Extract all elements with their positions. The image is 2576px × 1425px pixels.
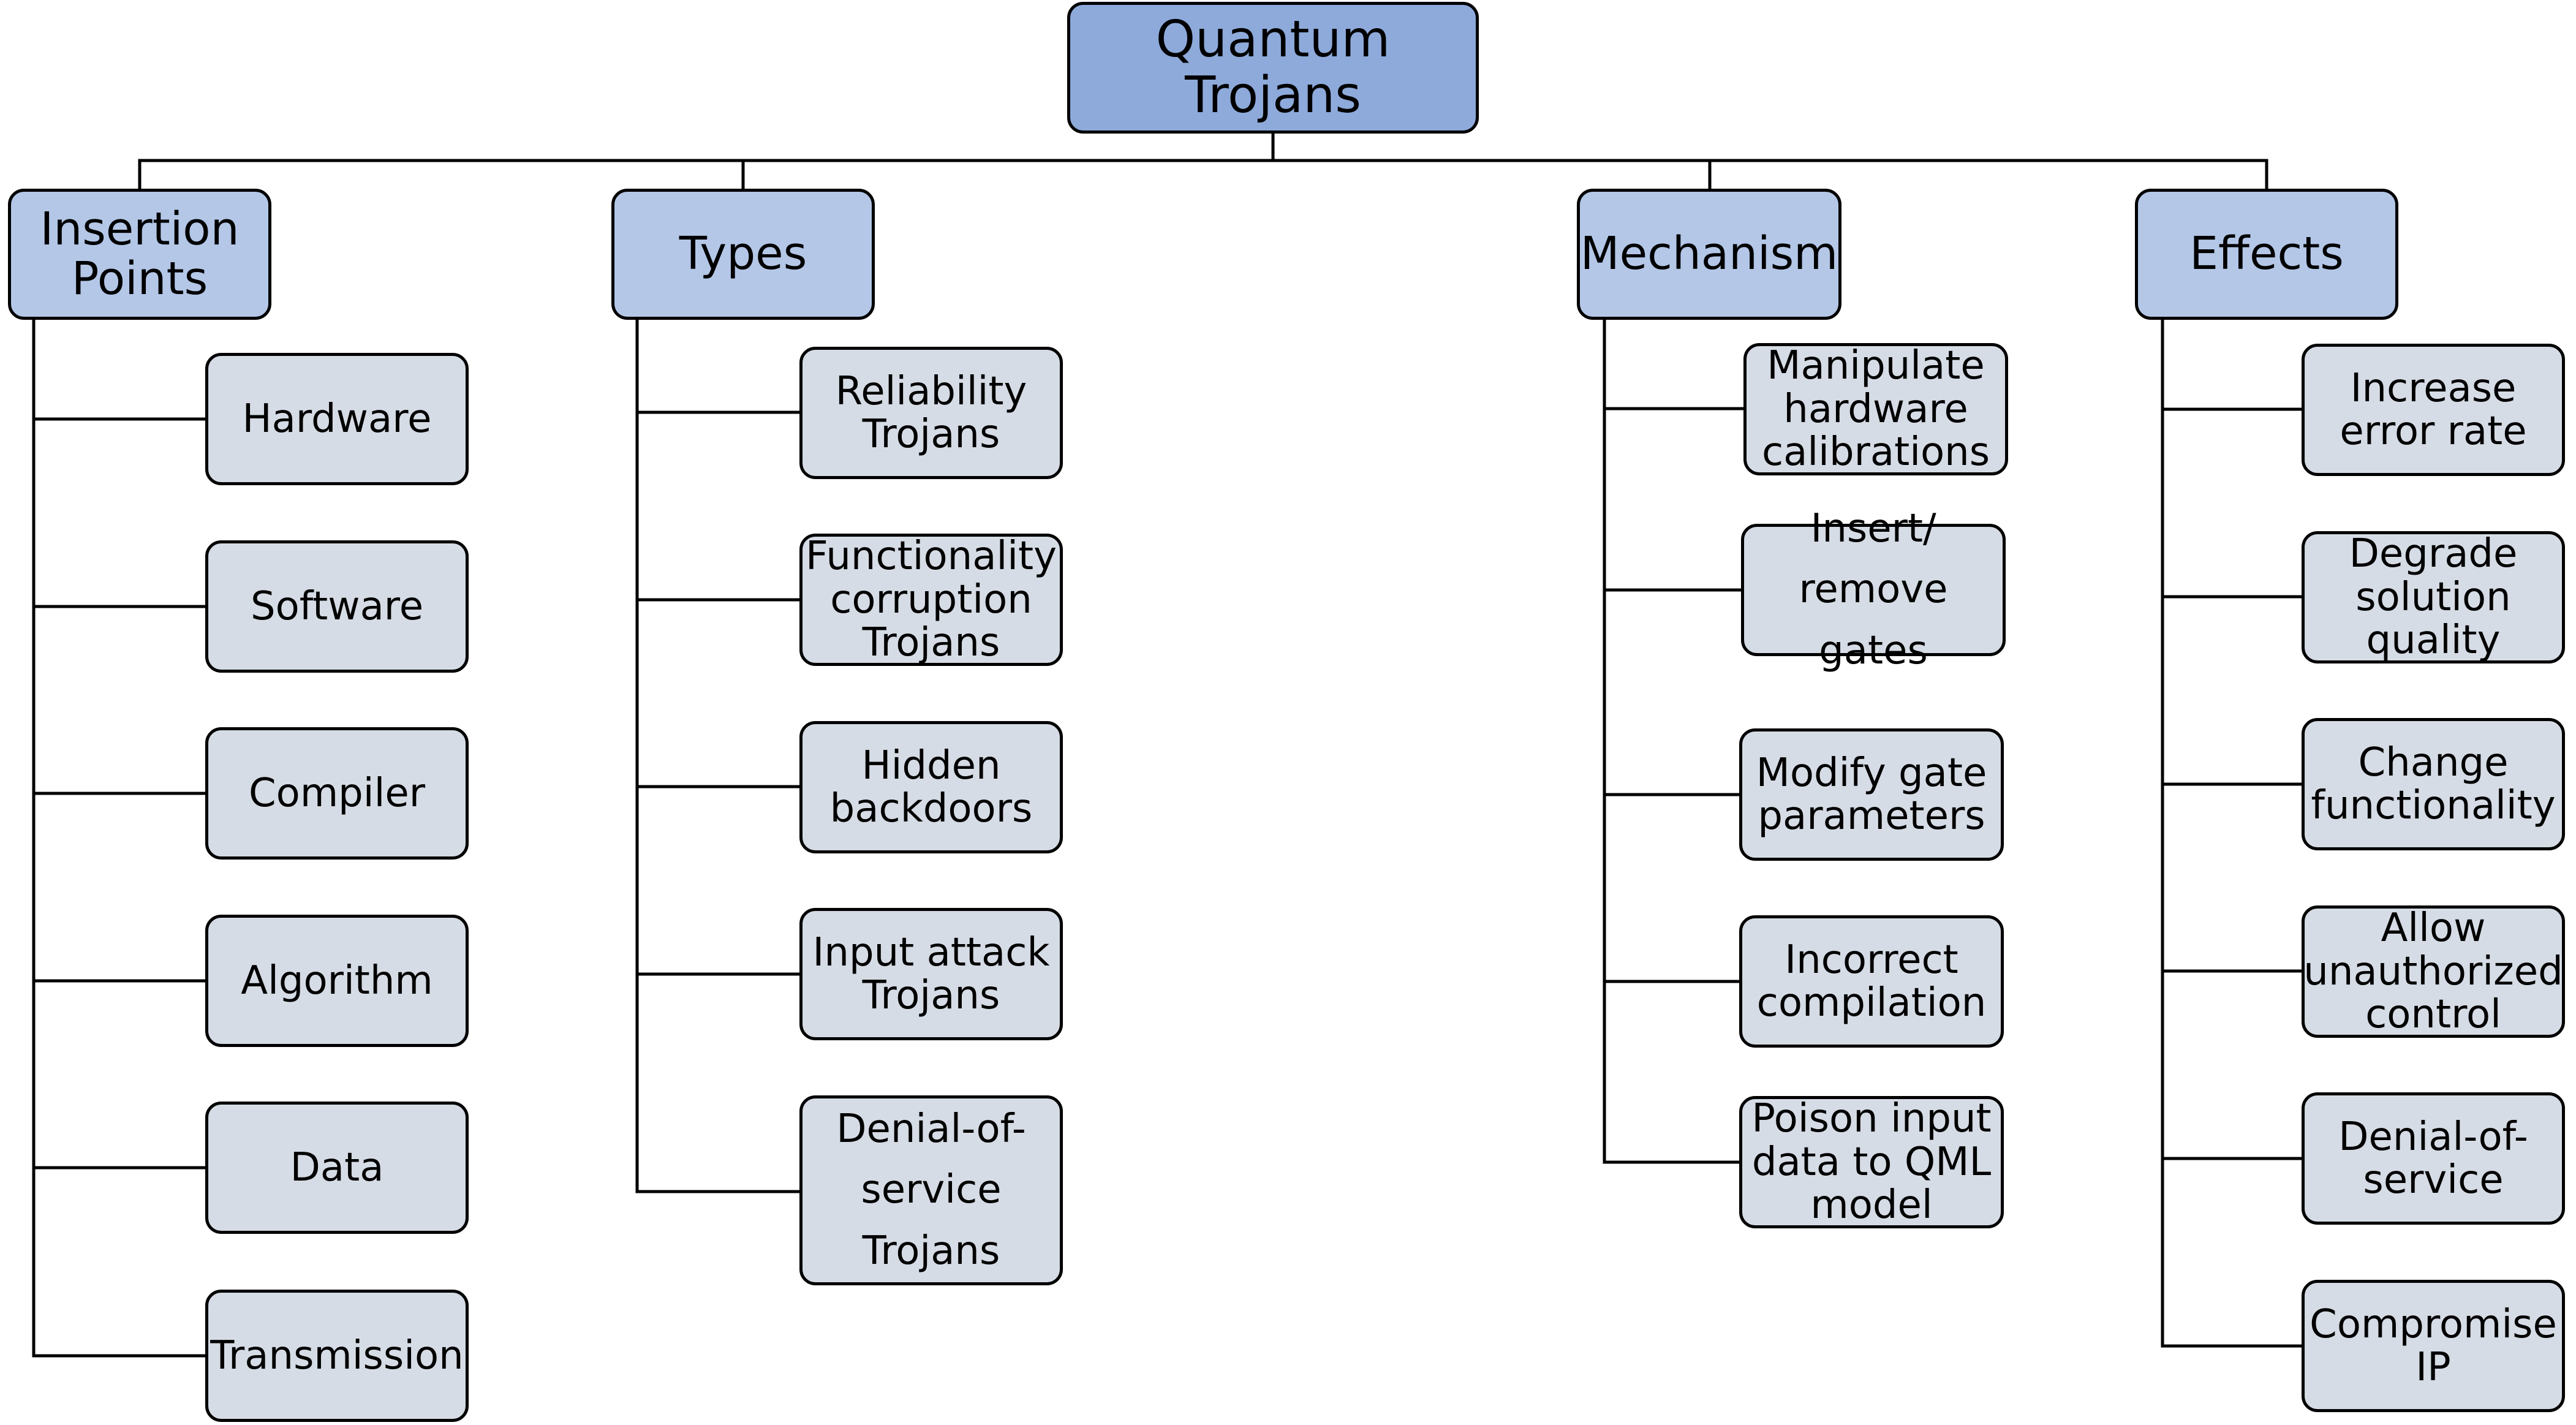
leaf-label: Modify gate parameters — [1756, 750, 1987, 839]
leaf-label: Transmission — [210, 1332, 464, 1378]
leaf-poison-input-data-to-qml-model: Poison input data to QML model — [1739, 1096, 2004, 1228]
leaf-label: Hidden backdoors — [829, 743, 1033, 831]
leaf-manipulate-hardware-calibrations: Manipulate hardware calibrations — [1743, 343, 2008, 475]
leaf-software: Software — [205, 540, 469, 673]
category-mechanism: Mechanism — [1577, 189, 1841, 320]
leaf-increase-error-rate: Increase error rate — [2302, 344, 2565, 476]
leaf-denial-of-service: Denial-of- service — [2302, 1092, 2565, 1225]
leaf-degrade-solution-quality: Degrade solution quality — [2302, 531, 2565, 663]
leaf-data: Data — [205, 1102, 469, 1234]
leaf-functionality-corruption-trojans: Functionality corruption Trojans — [799, 534, 1063, 666]
leaf-hardware: Hardware — [205, 353, 469, 485]
leaf-compiler: Compiler — [205, 727, 469, 860]
leaf-label: Change functionality — [2311, 739, 2556, 828]
leaf-change-functionality: Change functionality — [2302, 718, 2565, 850]
root-node-quantum-trojans: Quantum Trojans — [1067, 2, 1479, 134]
leaf-insert-remove-gates: Insert/ remove gates — [1741, 506, 2006, 673]
category-label: Types — [679, 227, 807, 281]
leaf-allow-unauthorized-control: Allow unauthorized control — [2302, 905, 2565, 1038]
root-label: Quantum Trojans — [1155, 10, 1391, 124]
leaf-label: Allow unauthorized control — [2303, 905, 2563, 1038]
leaf-label: Functionality corruption Trojans — [806, 534, 1057, 666]
leaf-label: Poison input data to QML model — [1751, 1096, 1992, 1228]
leaf-label: Denial-of- service Trojans — [836, 1106, 1026, 1274]
leaf-compromise-ip: Compromise IP — [2302, 1280, 2565, 1412]
leaf-denial-of-service-trojans: Denial-of- service Trojans — [799, 1095, 1063, 1285]
leaf-transmission: Transmission — [205, 1290, 469, 1422]
category-types: Types — [611, 189, 875, 320]
leaf-label: Compromise IP — [2310, 1301, 2557, 1390]
leaf-label: Input attack Trojans — [812, 929, 1050, 1018]
leaf-label: Incorrect compilation — [1756, 937, 1987, 1026]
leaf-label: Denial-of- service — [2338, 1114, 2528, 1203]
leaf-input-attack-trojans: Input attack Trojans — [799, 908, 1063, 1040]
leaf-label: Degrade solution quality — [2349, 531, 2518, 663]
leaf-label: Hardware — [242, 396, 432, 442]
leaf-reliability-trojans: Reliability Trojans — [799, 347, 1063, 479]
leaf-incorrect-compilation: Incorrect compilation — [1739, 915, 2004, 1048]
leaf-label: Data — [290, 1144, 384, 1190]
category-effects: Effects — [2135, 189, 2398, 320]
category-label: Effects — [2189, 227, 2344, 281]
leaf-label: Algorithm — [241, 958, 433, 1004]
category-label: Mechanism — [1580, 227, 1838, 281]
leaf-label: Manipulate hardware calibrations — [1761, 343, 1990, 475]
category-insertion-points: Insertion Points — [8, 189, 271, 320]
leaf-modify-gate-parameters: Modify gate parameters — [1739, 728, 2004, 861]
leaf-label: Increase error rate — [2340, 365, 2527, 454]
leaf-label: Insert/ remove gates — [1799, 506, 1948, 673]
leaf-label: Software — [250, 583, 424, 629]
category-label: Insertion Points — [40, 202, 240, 305]
leaf-label: Reliability Trojans — [835, 368, 1027, 457]
leaf-label: Compiler — [248, 770, 426, 816]
leaf-hidden-backdoors: Hidden backdoors — [799, 721, 1063, 853]
leaf-algorithm: Algorithm — [205, 915, 469, 1047]
